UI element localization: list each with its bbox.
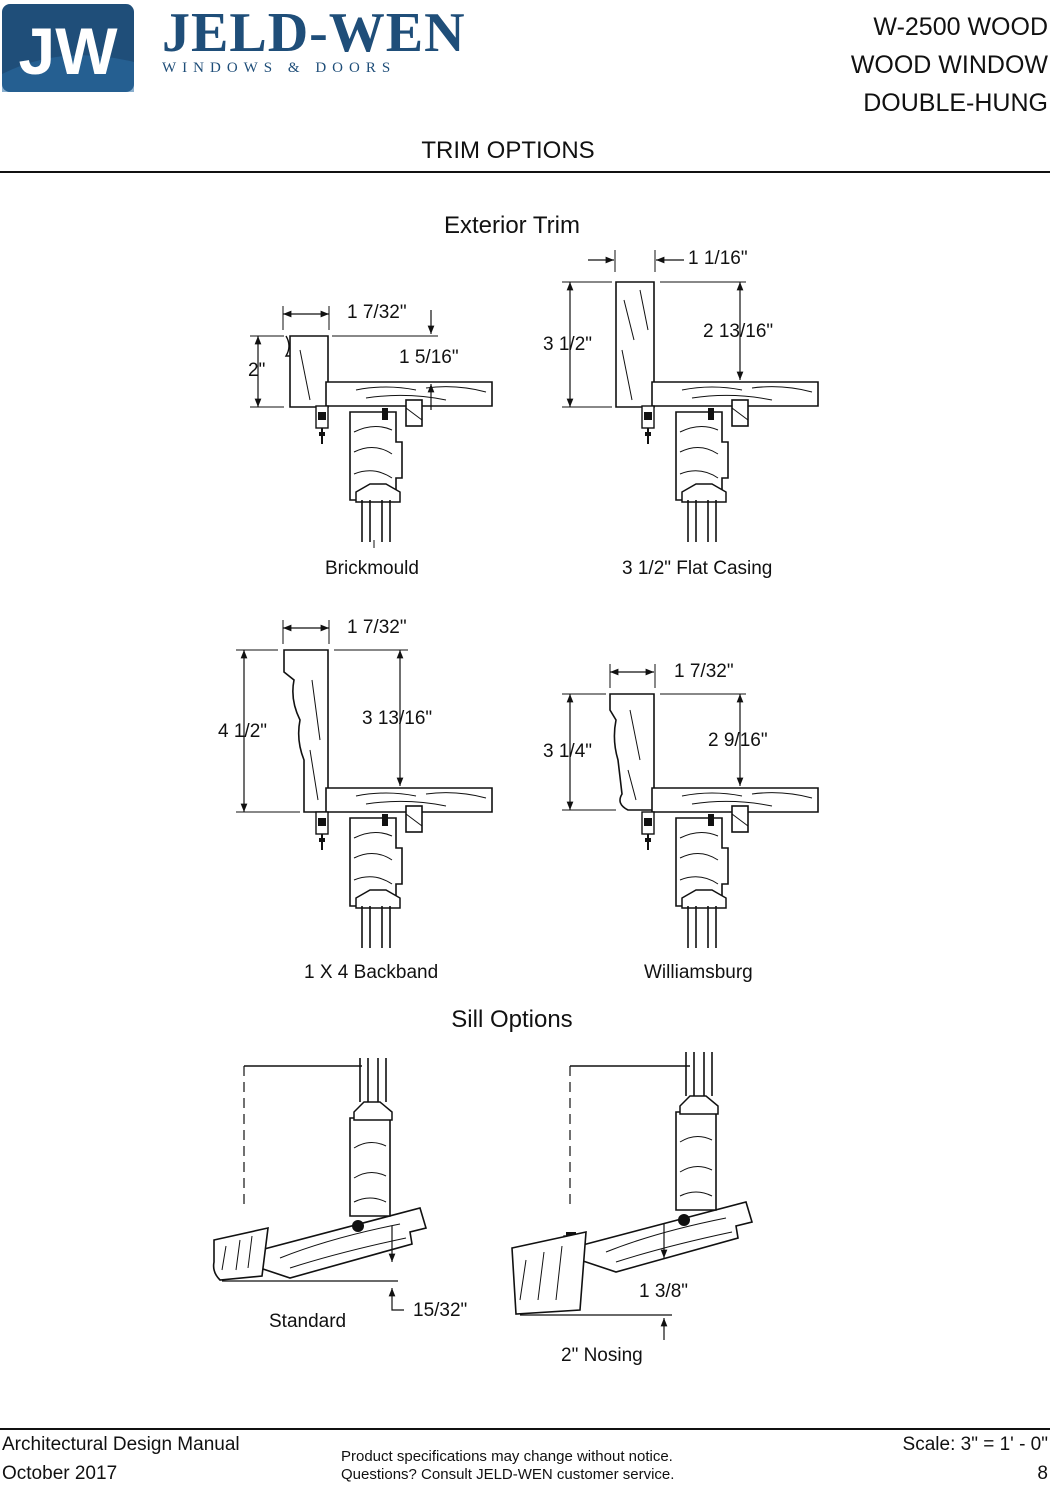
jw-logo-icon: JW [2,4,134,92]
brickmould-reveal-dim: 1 5/16" [399,347,459,368]
header-rule [0,171,1050,173]
backband-caption: 1 X 4 Backband [304,962,439,983]
logo-block: JW [2,4,134,92]
product-line-2: WOOD WINDOW [850,51,1048,79]
footer-notice-2: Questions? Consult JELD-WEN customer ser… [341,1466,675,1483]
exterior-trim-title: Exterior Trim [443,212,580,239]
nosing-sill-dim: 1 3/8" [639,1281,689,1302]
flat-casing-reveal-dim: 2 13/16" [703,321,774,342]
sill-options-title: Sill Options [451,1006,573,1033]
footer-rule [0,1428,1050,1430]
footer-date: October 2017 [2,1463,118,1484]
flat-casing-caption: 3 1/2" Flat Casing [622,558,773,579]
brickmould-caption: Brickmould [325,558,419,579]
brand-name: JELD-WEN [162,2,466,64]
logo-mark: JW [19,14,119,88]
flat-casing-width-dim: 1 1/16" [688,248,748,269]
standard-sill-detail [212,1057,427,1311]
backband-reveal-dim: 3 13/16" [362,708,433,729]
product-line-3: DOUBLE-HUNG [863,89,1048,117]
williamsburg-detail [562,664,819,949]
williamsburg-height-dim: 3 1/4" [543,741,593,762]
backband-width-dim: 1 7/32" [347,617,407,638]
williamsburg-width-dim: 1 7/32" [674,661,734,682]
product-info: W-2500 WOOD WOOD WINDOW DOUBLE-HUNG [648,8,1048,122]
footer-page-number: 8 [1037,1463,1048,1484]
brickmould-height-dim: 2" [248,360,266,381]
brickmould-width-dim: 1 7/32" [347,302,407,323]
footer-manual: Architectural Design Manual [2,1434,240,1455]
standard-sill-dim: 15/32" [413,1300,468,1321]
standard-sill-caption: Standard [269,1311,347,1332]
backband-detail [236,620,493,949]
williamsburg-reveal-dim: 2 9/16" [708,730,768,751]
williamsburg-caption: Williamsburg [644,962,753,983]
page-title: TRIM OPTIONS [421,137,595,164]
nosing-sill-detail [511,1051,753,1340]
footer-scale: Scale: 3" = 1' - 0" [902,1434,1048,1455]
flat-casing-height-dim: 3 1/2" [543,334,593,355]
backband-height-dim: 4 1/2" [218,721,268,742]
product-line-1: W-2500 WOOD [873,13,1048,41]
brand-wordmark: JELD-WEN WINDOWS & DOORS [162,4,482,90]
brickmould-detail [250,306,493,548]
footer-notice-1: Product specifications may change withou… [341,1448,673,1465]
brand-tagline: WINDOWS & DOORS [162,60,397,76]
nosing-sill-caption: 2" Nosing [561,1345,643,1366]
flat-casing-detail [562,250,819,543]
